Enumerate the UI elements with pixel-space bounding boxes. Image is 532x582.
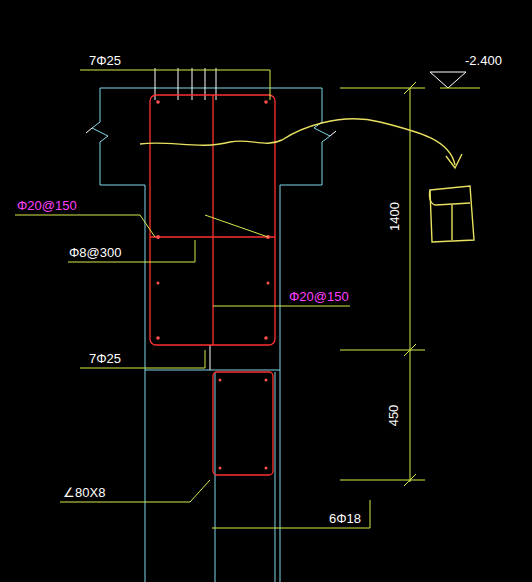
dimension-text: 450 bbox=[386, 403, 401, 427]
rebar-label: ∠80X8 bbox=[62, 485, 106, 500]
dimension-text: 1400 bbox=[386, 201, 401, 232]
rebar-label: 7Φ25 bbox=[88, 351, 122, 366]
rebar-label: 6Φ18 bbox=[328, 511, 362, 526]
rebar-label: Φ20@150 bbox=[288, 289, 350, 304]
rebar-label: -2.400 bbox=[464, 53, 503, 68]
rebar-label: Φ8@300 bbox=[68, 245, 123, 260]
rebar-label: 7Φ25 bbox=[88, 53, 122, 68]
rebar-label: Φ20@150 bbox=[16, 198, 78, 213]
